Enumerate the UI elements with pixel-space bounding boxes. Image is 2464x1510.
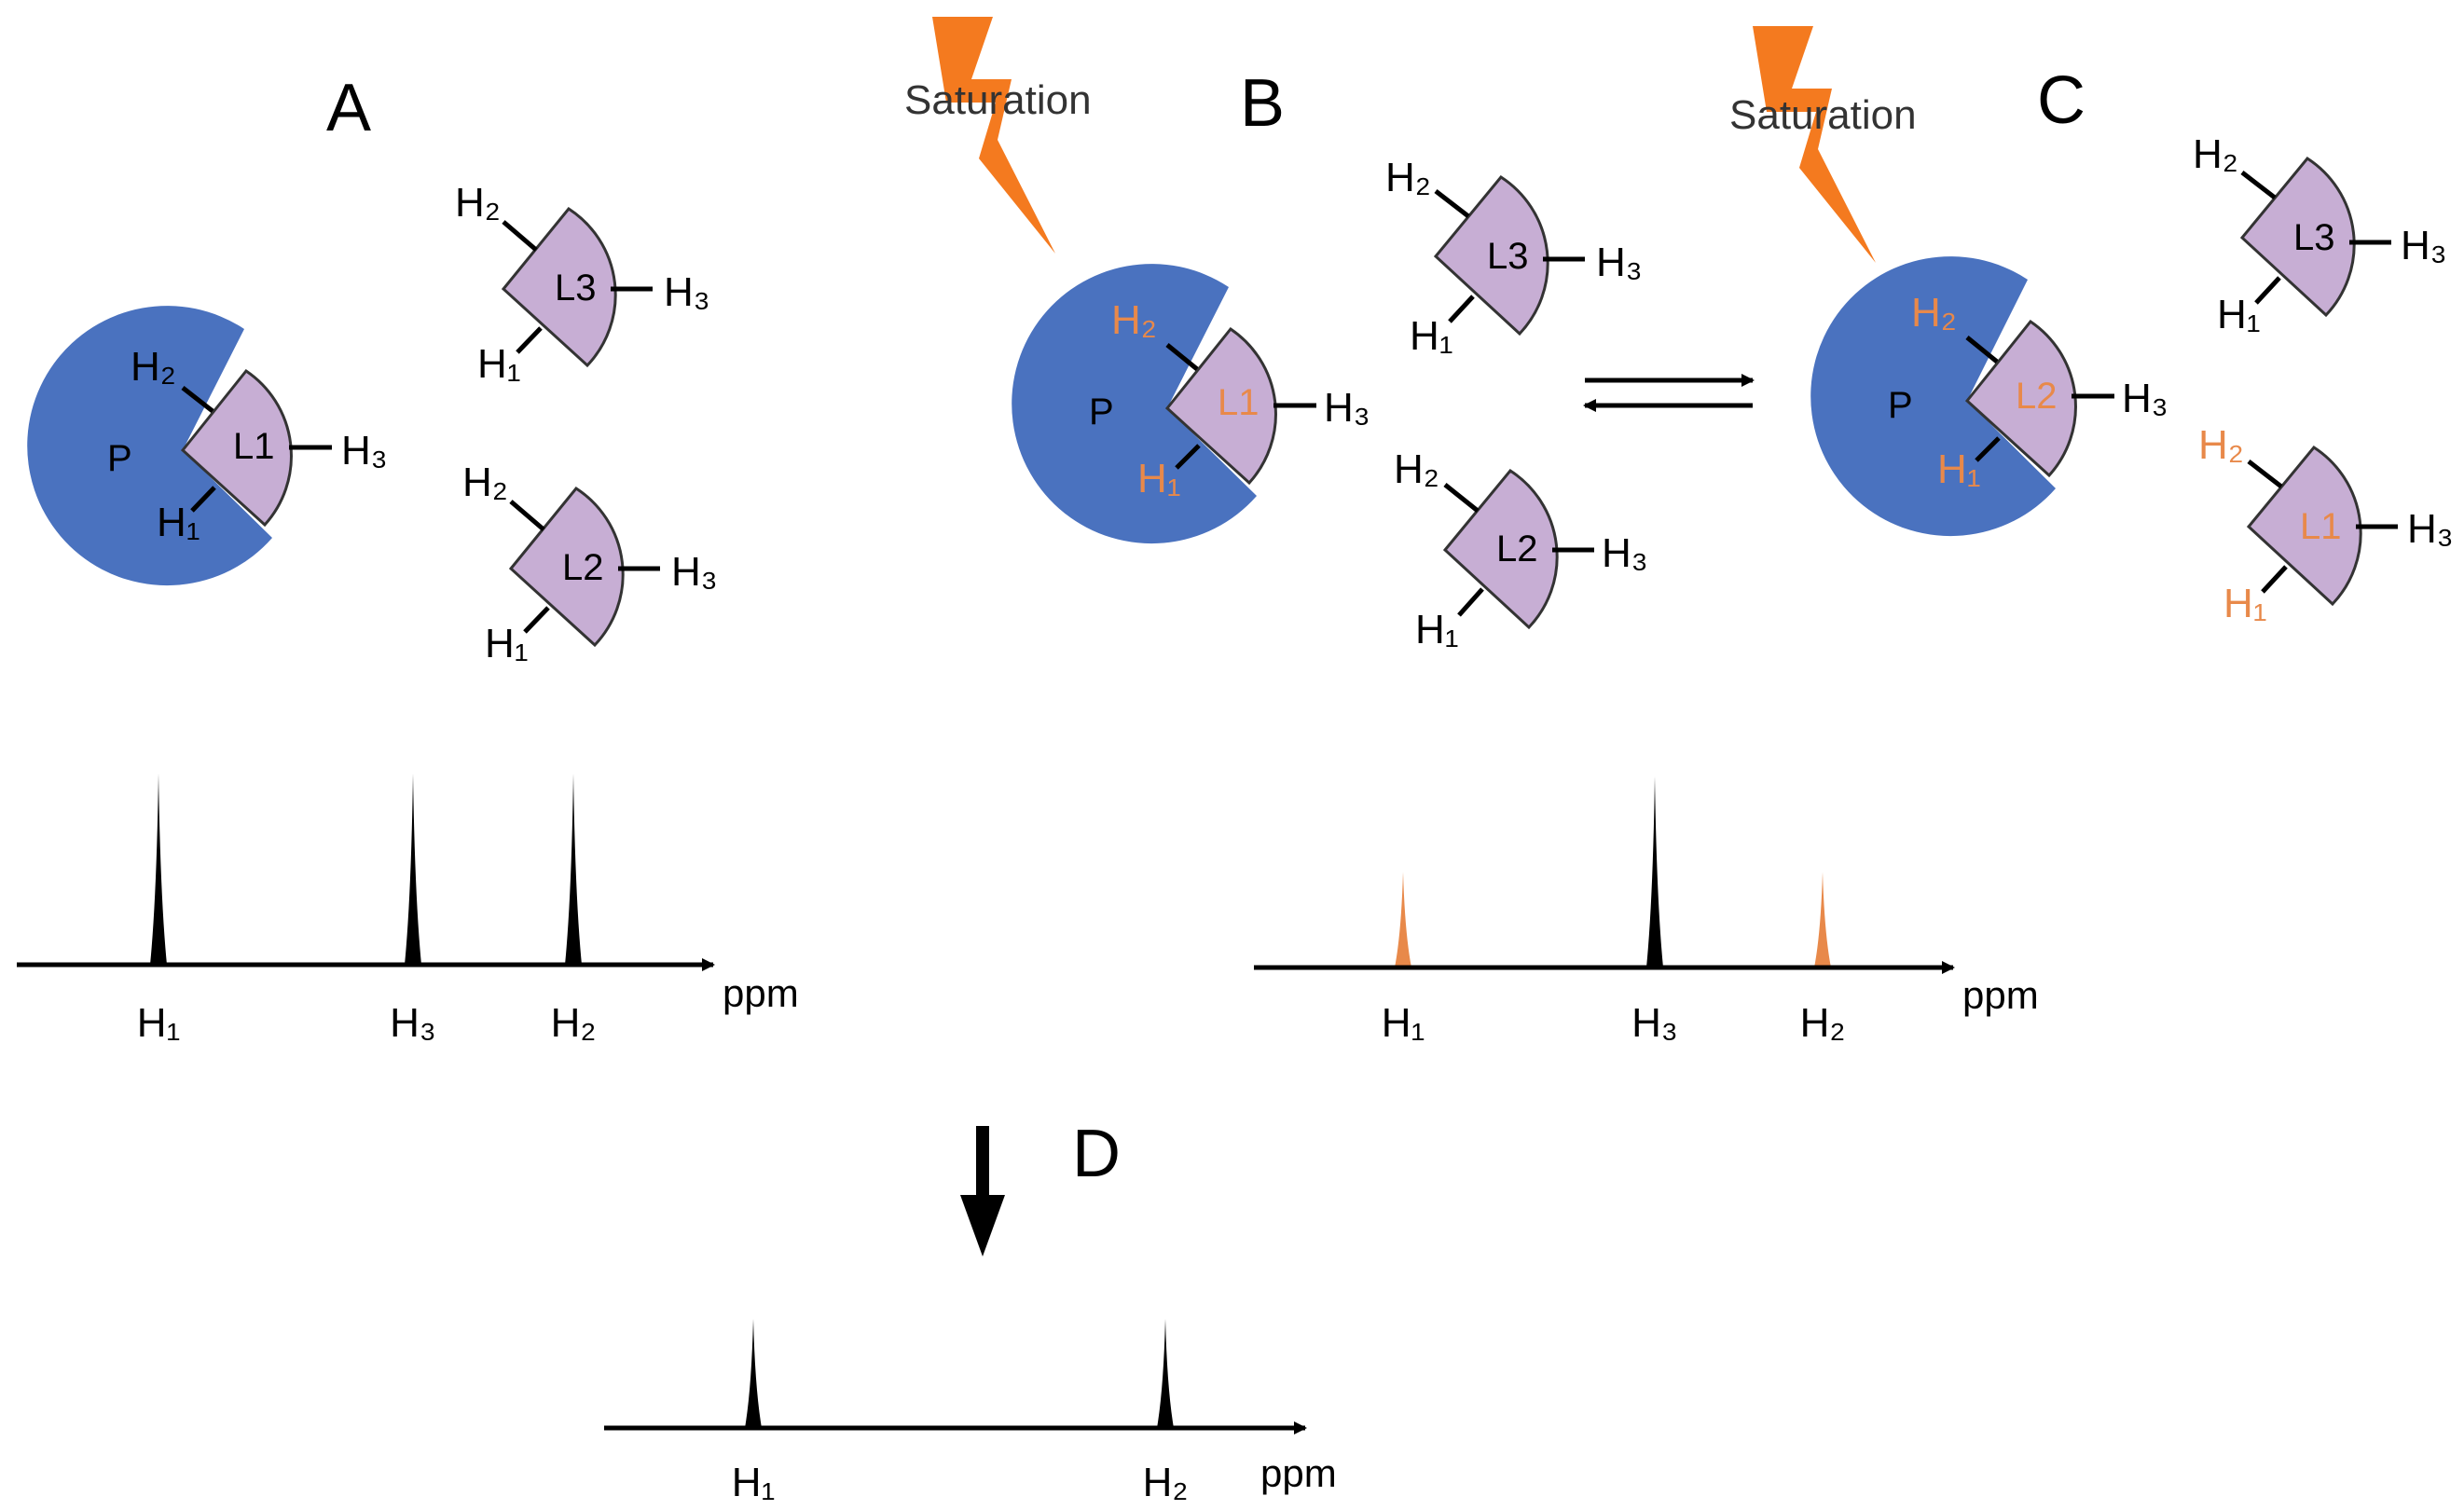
spectrum-a-tick-label-2: H₃	[390, 1000, 436, 1046]
spectrum-c-peak-2	[1646, 776, 1663, 968]
protein-c	[1810, 256, 2056, 537]
ligand-l3-label-b: L3	[1487, 236, 1529, 277]
l1-h1-label-b: H₁	[1137, 456, 1181, 501]
panel-d-letter: D	[1072, 1117, 1121, 1191]
ligand-l3-label-c: L3	[2293, 217, 2335, 258]
saturation-bolt-c	[1753, 26, 1876, 263]
spectrum-c-tick-label-3: H₂	[1800, 1000, 1846, 1046]
ligand-l1-bound-a	[180, 368, 293, 528]
spectrum-a-peak-2	[405, 774, 421, 965]
l3-h1-label-a: H₁	[477, 341, 521, 387]
panel-b-free-l3: L3 H₂ H₁ H₃	[1385, 155, 1643, 359]
l3-h3-label-a: H₃	[664, 269, 710, 315]
panel-b-complex: P L1 H₂ H₁ H₃	[1012, 264, 1370, 544]
l2-h1-label-a: H₁	[485, 621, 529, 666]
spectrum-a: ppm H₁ H₃ H₂	[17, 774, 799, 1046]
protein-b	[1012, 264, 1257, 544]
equilibrium-arrows	[1583, 374, 1755, 412]
spectrum-d-peak-2	[1157, 1319, 1174, 1428]
spectrum-d-tick-label-2: H₂	[1143, 1460, 1189, 1505]
protein-a-label: P	[107, 438, 132, 479]
l1-h3-label-a: H₃	[341, 428, 388, 474]
spectrum-c-peak-1	[1395, 872, 1411, 968]
spectrum-c: ppm H₁ H₃ H₂	[1254, 776, 2039, 1046]
l1-h1-label-a: H₁	[157, 500, 200, 545]
ligand-l1-label-c: L1	[2300, 506, 2342, 547]
l3-h3-label-b: H₃	[1596, 240, 1643, 285]
l1-h3-label-c: H₃	[2407, 506, 2454, 552]
spectrum-a-peak-3	[565, 774, 582, 965]
panel-b-free-l2: L2 H₂ H₁ H₃	[1394, 446, 1648, 652]
ligand-l3-label-a: L3	[555, 268, 597, 309]
saturation-label-c: Saturation	[1729, 92, 1917, 138]
ligand-l2-label-c: L2	[2016, 376, 2058, 417]
l2-h3-label-c: H₃	[2122, 376, 2168, 421]
l2-h2-label-b: H₂	[1394, 446, 1439, 492]
spectrum-c-tick-label-1: H₁	[1382, 1000, 1425, 1046]
panel-b-letter: B	[1240, 66, 1285, 141]
l2-h1-label-c: H₁	[1937, 446, 1981, 492]
panel-a-free-l3: L3 H₂ H₁ H₃	[455, 180, 710, 387]
panel-c-letter: C	[2037, 63, 2085, 138]
spectrum-c-peak-3	[1814, 872, 1831, 968]
spectrum-d-tick-label-1: H₁	[732, 1460, 776, 1505]
l3-h3-label-c: H₃	[2401, 223, 2447, 268]
spectrum-c-tick-label-2: H₃	[1631, 1000, 1678, 1046]
ligand-l1-label-b: L1	[1218, 382, 1260, 423]
ligand-l1-label-a: L1	[233, 426, 275, 467]
spectrum-d-ppm: ppm	[1260, 1451, 1337, 1495]
spectrum-c-ppm: ppm	[1962, 973, 2039, 1017]
spectrum-d: ppm H₁ H₂	[604, 1319, 1337, 1505]
spectrum-a-ppm: ppm	[723, 971, 799, 1015]
panel-a-letter: A	[326, 71, 371, 145]
down-arrow	[960, 1126, 1005, 1256]
l3-h2-label-c: H₂	[2193, 131, 2238, 177]
l1-h1-label-c: H₁	[2223, 581, 2267, 626]
spectrum-a-tick-label-3: H₂	[551, 1000, 597, 1046]
l3-h2-label-b: H₂	[1385, 155, 1431, 200]
panel-c-free-l3: L3 H₂ H₁ H₃	[2193, 131, 2447, 337]
saturation-bolt-b	[932, 17, 1055, 254]
panel-a-free-l2: L2 H₂ H₁ H₃	[462, 460, 718, 666]
l3-h1-label-c: H₁	[2217, 292, 2261, 337]
saturation-label-b: Saturation	[904, 77, 1092, 123]
l1-h2-label-b: H₂	[1111, 297, 1157, 343]
spectrum-d-peak-1	[745, 1319, 762, 1428]
panel-a-complex: P L1 H₂ H₁ H₃	[27, 306, 388, 586]
spectrum-a-tick-label-1: H₁	[137, 1000, 181, 1046]
l1-h2-label-c: H₂	[2198, 422, 2244, 468]
l2-h2-label-c: H₂	[1911, 290, 1957, 336]
protein-c-label: P	[1888, 385, 1913, 426]
l3-h1-label-b: H₁	[1410, 313, 1453, 359]
l1-h2-label-a: H₂	[131, 344, 176, 390]
l2-h3-label-b: H₃	[1602, 530, 1648, 576]
panel-c-complex: P L2 H₂ H₁ H₃	[1810, 256, 2168, 537]
l3-h2-label-a: H₂	[455, 180, 501, 226]
protein-b-label: P	[1089, 391, 1114, 432]
protein-a	[27, 306, 273, 586]
ligand-l2-label-a: L2	[562, 547, 604, 588]
l2-h3-label-a: H₃	[671, 549, 718, 595]
spectrum-a-peak-1	[150, 774, 167, 965]
ligand-l2-label-b: L2	[1496, 528, 1538, 570]
l2-h2-label-a: H₂	[462, 460, 508, 505]
panel-c-free-l1: L1 H₂ H₁ H₃	[2198, 422, 2454, 626]
l1-h3-label-b: H₃	[1324, 385, 1370, 431]
l2-h1-label-b: H₁	[1415, 607, 1459, 652]
